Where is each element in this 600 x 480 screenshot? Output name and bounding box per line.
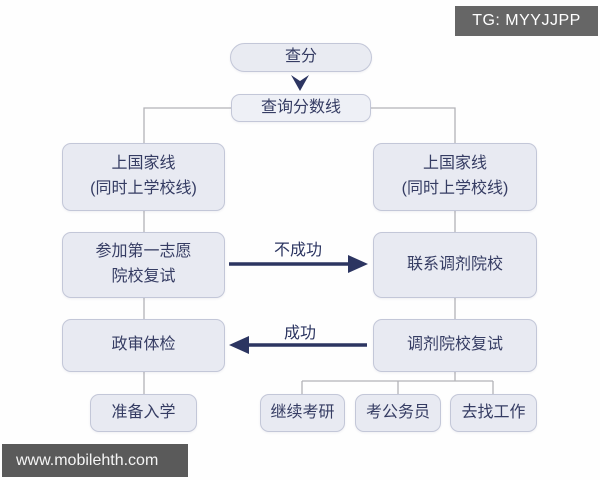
node-civil-servant-exam: 考公务员 xyxy=(355,394,441,432)
node-left-national-line2: (同时上学校线) xyxy=(90,180,197,197)
node-check-cutoff: 查询分数线 xyxy=(231,94,371,122)
node-first-choice-line1: 参加第一志愿 xyxy=(95,243,192,261)
node-left-national-line1: 上国家线 xyxy=(111,155,176,173)
success-arrow-icon xyxy=(229,336,367,354)
edge-label-success: 成功 xyxy=(283,325,316,342)
edge-label-fail: 不成功 xyxy=(273,242,322,259)
node-contact-adjust-school: 联系调剂院校 xyxy=(373,232,537,298)
node-check-score: 查分 xyxy=(230,43,372,72)
telegram-badge: TG: MYYJJPP xyxy=(455,6,598,36)
down-arrow-icon xyxy=(291,75,309,91)
node-political-medical-check: 政审体检 xyxy=(62,319,225,372)
node-left-national-line: 上国家线 (同时上学校线) xyxy=(62,143,225,211)
node-find-job: 去找工作 xyxy=(450,394,537,432)
node-first-choice-retest: 参加第一志愿 院校复试 xyxy=(62,232,225,298)
node-right-national-line2: (同时上学校线) xyxy=(401,180,509,197)
fail-arrow-icon xyxy=(229,255,368,273)
watermark: www.mobilehth.com xyxy=(2,444,188,477)
node-adjust-school-retest: 调剂院校复试 xyxy=(373,319,537,372)
node-right-national-line: 上国家线 (同时上学校线) xyxy=(373,143,537,211)
node-continue-exam: 继续考研 xyxy=(260,394,345,432)
node-first-choice-line2: 院校复试 xyxy=(111,268,176,285)
node-prepare-enrollment: 准备入学 xyxy=(90,394,197,432)
node-right-national-line1: 上国家线 xyxy=(422,155,487,173)
plain-connectors xyxy=(143,107,494,394)
